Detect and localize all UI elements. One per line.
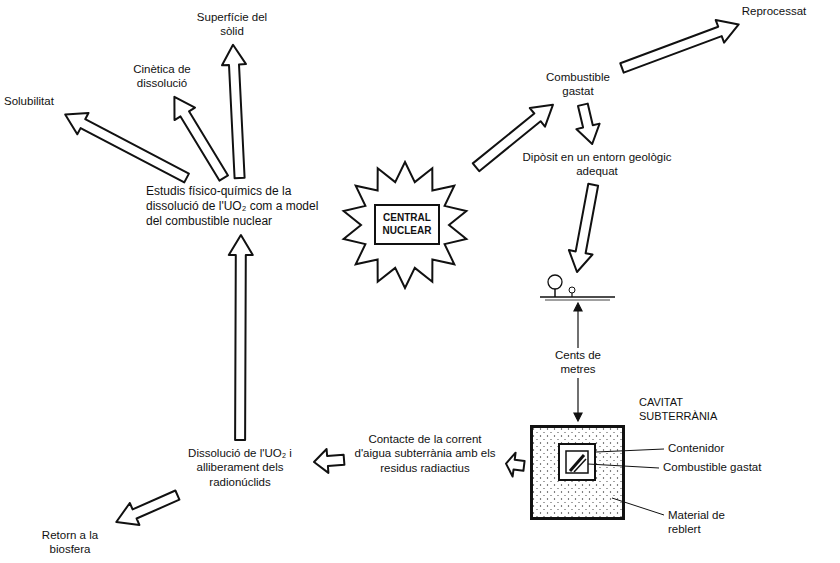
node-text: Estudis físico-químics de la dissolució …	[146, 184, 336, 229]
leader-line	[588, 449, 664, 515]
part-label: Material de reblert	[668, 509, 748, 537]
depth-label: Cents de metres	[538, 348, 618, 378]
block-arrow	[620, 20, 738, 73]
node-text: Reprocessat	[728, 4, 820, 18]
block-arrow	[174, 97, 228, 181]
text-node: Estudis físico-químics de la dissolució …	[146, 184, 336, 229]
text-node: Dissolució de l'UO₂ i alliberament dels …	[172, 446, 308, 489]
text-node: Contacte de la corrent d'aigua subterràn…	[350, 432, 500, 475]
block-arrow	[65, 113, 189, 182]
block-arrow	[314, 449, 344, 473]
nuclear-plant-burst: CENTRAL NUCLEAR	[340, 160, 470, 290]
cavity-fill	[533, 428, 622, 517]
node-text: Superfície del sòlid	[196, 10, 268, 39]
node-text: Dipòsit en un entorn geològic adequat	[522, 150, 672, 179]
node-text: Solubilitat	[4, 94, 76, 108]
part-label: Combustible gastat	[663, 461, 783, 475]
part-label: Contenidor	[668, 442, 778, 456]
ground-surface	[540, 275, 615, 300]
node-text: Retorn a la biosfera	[28, 528, 112, 557]
text-node: Dipòsit en un entorn geològic adequat	[522, 150, 672, 179]
block-arrow	[116, 491, 179, 525]
block-arrow	[576, 104, 599, 144]
text-node: Reprocessat	[728, 4, 820, 18]
block-arrow	[222, 45, 246, 178]
plant-label: CENTRAL NUCLEAR	[374, 204, 440, 245]
text-node: Cinètica de dissolució	[120, 62, 204, 91]
text-node: Combustible gastat	[540, 70, 616, 99]
node-text: Contacte de la corrent d'aigua subterràn…	[350, 432, 500, 475]
block-arrow	[229, 235, 253, 440]
node-text: Dissolució de l'UO₂ i alliberament dels …	[172, 446, 308, 489]
cavity-heading: CAVITAT SUBTERRÀNIA	[639, 396, 735, 424]
node-text: Combustible gastat	[540, 70, 616, 99]
text-node: Solubilitat	[4, 94, 76, 108]
block-arrow	[506, 453, 525, 477]
node-text: Cinètica de dissolució	[120, 62, 204, 91]
text-node: Superfície del sòlid	[196, 10, 268, 39]
underground-cavity: CAVITAT SUBTERRÀNIA	[530, 425, 625, 520]
text-node: Retorn a la biosfera	[28, 528, 112, 557]
block-arrow	[569, 184, 598, 272]
